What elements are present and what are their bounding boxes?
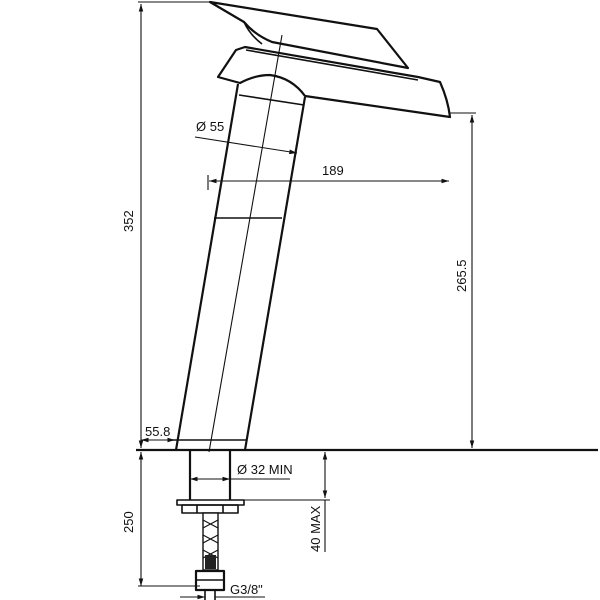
label-total-height: 352 (121, 210, 136, 232)
dim-hole-diameter: Ø 32 MIN (190, 462, 293, 482)
dim-base-offset: 55.8 (141, 424, 175, 443)
mounting-shank (176, 450, 245, 514)
centerline (208, 34, 283, 453)
label-spout-reach: 189 (322, 163, 344, 178)
label-body-diameter: Ø 55 (196, 119, 224, 134)
dim-spout-height: 265.5 (450, 112, 476, 448)
tap-column (172, 83, 307, 451)
label-base-offset: 55.8 (145, 424, 170, 439)
dim-below-deck-length: 250 (121, 452, 200, 587)
label-deck-thickness: 40 MAX (308, 505, 323, 552)
spout-body (216, 45, 452, 119)
dim-connection: G3/8" (180, 582, 265, 600)
dim-spout-reach: 189 (207, 163, 449, 190)
dim-deck-thickness: 40 MAX (244, 452, 330, 552)
handle-lever (208, 0, 410, 70)
dim-total-height: 352 (121, 1, 210, 448)
braided-hose (194, 512, 226, 600)
label-below-deck-length: 250 (121, 511, 136, 533)
label-connection: G3/8" (230, 582, 263, 597)
dim-body-diameter: Ø 55 (194, 119, 298, 155)
label-spout-height: 265.5 (454, 259, 469, 292)
label-hole-diameter: Ø 32 MIN (237, 462, 293, 477)
